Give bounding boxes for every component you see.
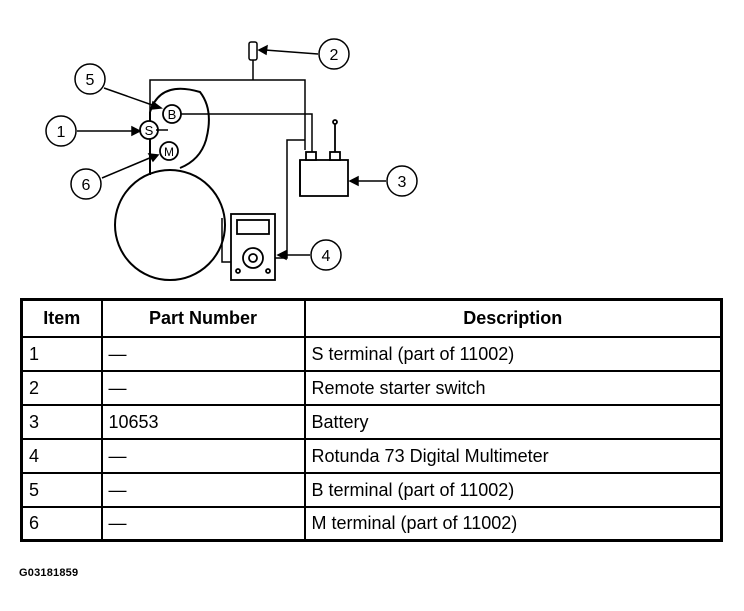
cell-description: S terminal (part of 11002) xyxy=(303,335,723,372)
cell-description: M terminal (part of 11002) xyxy=(303,505,723,542)
cell-part-number: — xyxy=(100,505,306,542)
s-terminal-label: S xyxy=(145,123,154,138)
cell-part-number: — xyxy=(100,369,306,406)
cell-description: Remote starter switch xyxy=(303,369,723,406)
table-row: 6 — M terminal (part of 11002) xyxy=(20,505,723,542)
starter-test-diagram: B S M xyxy=(45,38,418,281)
b-terminal-label: B xyxy=(168,107,177,122)
cell-description: Rotunda 73 Digital Multimeter xyxy=(303,437,723,474)
s-terminal: S xyxy=(139,120,168,140)
parts-table: Item Part Number Description 1 — S termi… xyxy=(20,298,723,542)
b-terminal-wire xyxy=(181,113,313,152)
cell-description: Battery xyxy=(303,403,723,440)
table-row: 1 — S terminal (part of 11002) xyxy=(20,335,723,372)
callout-3: 3 xyxy=(386,165,418,197)
cell-item: 1 xyxy=(20,335,103,372)
digital-multimeter xyxy=(221,139,305,281)
cell-part-number: — xyxy=(100,471,306,508)
callout-4: 4 xyxy=(310,239,342,271)
cell-item: 5 xyxy=(20,471,103,508)
callout-leaders xyxy=(77,44,386,261)
cell-part-number: — xyxy=(100,335,306,372)
m-terminal-label: M xyxy=(164,145,174,159)
header-part-number: Part Number xyxy=(100,298,306,338)
cell-item: 6 xyxy=(20,505,103,542)
cell-description: B terminal (part of 11002) xyxy=(303,471,723,508)
callout-4-number: 4 xyxy=(322,248,331,265)
header-description: Description xyxy=(303,298,723,338)
cell-item: 2 xyxy=(20,369,103,406)
callout-1: 1 xyxy=(45,115,77,147)
callout-2: 2 xyxy=(318,38,350,70)
figure-code: G03181859 xyxy=(19,567,79,579)
cell-item: 4 xyxy=(20,437,103,474)
callout-1-number: 1 xyxy=(57,124,66,141)
cell-part-number: — xyxy=(100,437,306,474)
cell-item: 3 xyxy=(20,403,103,440)
battery xyxy=(299,119,349,197)
header-item: Item xyxy=(20,298,103,338)
callout-5-number: 5 xyxy=(86,72,95,89)
cell-part-number: 10653 xyxy=(100,403,306,440)
callout-3-number: 3 xyxy=(398,174,407,191)
table-row: 4 — Rotunda 73 Digital Multimeter xyxy=(20,437,723,474)
b-terminal: B xyxy=(162,104,182,124)
callout-5: 5 xyxy=(74,63,106,95)
table-header-row: Item Part Number Description xyxy=(20,298,723,338)
callout-6-number: 6 xyxy=(82,177,91,194)
m-terminal: M xyxy=(159,141,179,161)
table-row: 5 — B terminal (part of 11002) xyxy=(20,471,723,508)
remote-starter-switch xyxy=(149,41,306,150)
callout-6: 6 xyxy=(70,168,102,200)
callout-2-number: 2 xyxy=(330,47,339,64)
table-row: 2 — Remote starter switch xyxy=(20,369,723,406)
table-row: 3 10653 Battery xyxy=(20,403,723,440)
